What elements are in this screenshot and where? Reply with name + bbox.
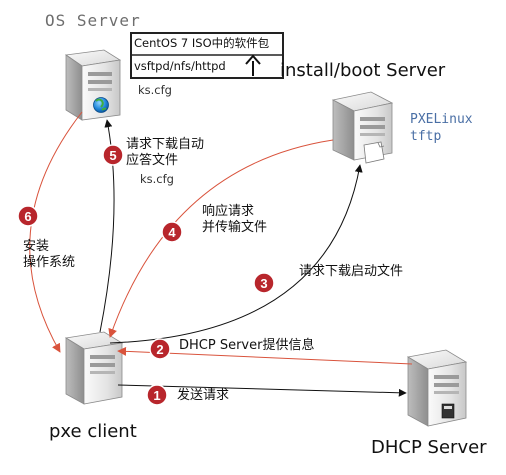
step-badge-6: 6 [17,205,39,227]
arrow-step1 [117,384,407,397]
os-server-ks-label: ks.cfg [138,83,172,97]
dhcp-server-icon [406,349,468,427]
step-badge-4: 4 [161,221,183,243]
svg-text:4: 4 [168,225,176,240]
svg-text:3: 3 [260,276,267,291]
svg-text:5: 5 [109,148,116,163]
step-badge-1: 1 [146,384,168,406]
step6-label-line2: 操作系统 [23,255,76,270]
os-server-title: OS Server [45,11,141,30]
step5-label-line3: ks.cfg [140,172,174,186]
step6-label-line1: 安装 [23,239,50,254]
dhcp-server-title: DHCP Server [371,437,487,458]
os-server-icon [64,49,122,121]
install-server-title: install/boot Server [280,60,446,81]
svg-text:2: 2 [156,342,163,357]
arrow-step5 [99,119,115,333]
step3-label: 请求下载启动文件 [299,264,404,279]
svg-text:6: 6 [24,209,31,224]
step-badge-5: 5 [102,144,124,166]
os-server-iso-label: CentOS 7 ISO中的软件包 [134,36,270,50]
step1-label: 发送请求 [177,388,230,403]
step4-label-line2: 并传输文件 [202,220,268,235]
step4-label-line1: 响应请求 [202,204,255,219]
step-badge-3: 3 [253,272,275,294]
svg-text:1: 1 [153,388,160,403]
install-server-tftp: tftp [410,129,442,144]
arrow-step4 [108,139,334,338]
os-server-services-label: vsftpd/nfs/httpd [134,59,226,73]
arrow-step3 [109,164,363,344]
pxe-client-icon [64,331,124,405]
step2-label: DHCP Server提供信息 [179,338,315,353]
install-server-icon [331,91,394,164]
install-server-pxelinux: PXELinux [410,112,473,127]
step-badge-2: 2 [149,338,171,360]
arrow-step6 [29,111,83,353]
step5-label-line1: 请求下载自动 [126,137,205,152]
pxe-client-title: pxe client [49,421,137,442]
step5-label-line2: 应答文件 [126,153,179,168]
os-server-callout [130,32,284,79]
